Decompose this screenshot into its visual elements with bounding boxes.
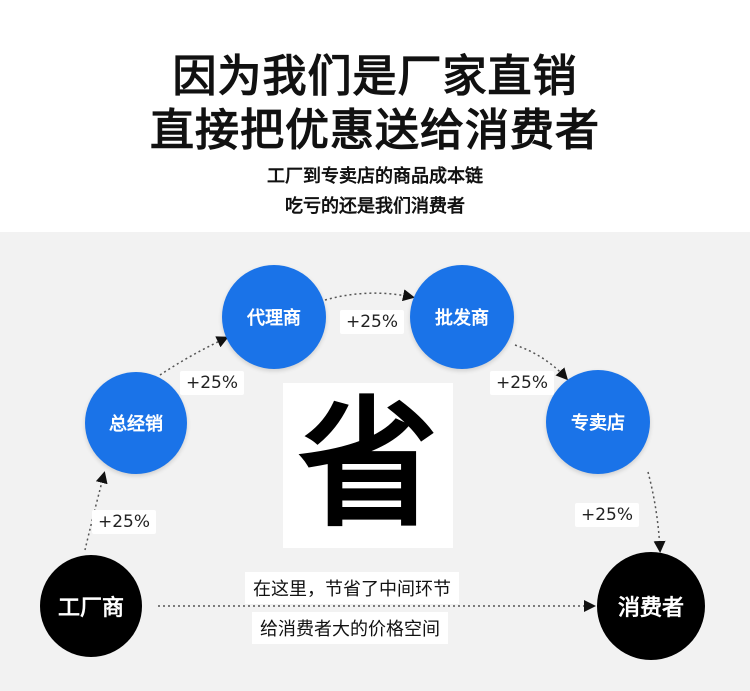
saving-note-line2: 给消费者大的价格空间 xyxy=(252,612,448,644)
arrow-agent-wholesaler xyxy=(324,289,415,302)
headline-line1: 因为我们是厂家直销 xyxy=(172,51,578,102)
node-wholesaler: 批发商 xyxy=(410,265,514,369)
saving-note-line1: 在这里，节省了中间环节 xyxy=(245,572,459,604)
node-store: 专卖店 xyxy=(546,370,650,474)
node-factory: 工厂商 xyxy=(40,555,142,657)
header-section xyxy=(0,0,750,232)
headline-line2: 直接把优惠送给消费者 xyxy=(150,105,600,156)
node-consumer: 消费者 xyxy=(597,552,705,660)
markup-label-distributor-agent: +25% xyxy=(180,371,245,395)
markup-label-store-consumer: +25% xyxy=(575,503,640,527)
markup-label-wholesaler-store: +25% xyxy=(490,371,555,395)
node-distributor: 总经销 xyxy=(85,372,187,474)
subheadline-line1: 工厂到专卖店的商品成本链 xyxy=(267,166,483,187)
markup-label-agent-wholesaler: +25% xyxy=(340,310,405,334)
save-character: 省 xyxy=(283,383,453,548)
arrow-store-consumer xyxy=(647,471,666,553)
arrow-wholesaler-store xyxy=(514,344,569,381)
subheadline-line2: 吃亏的还是我们消费者 xyxy=(285,196,465,217)
markup-label-factory-distributor: +25% xyxy=(92,510,157,534)
node-agent: 代理商 xyxy=(222,265,326,369)
arrow-distributor-agent xyxy=(159,336,229,376)
